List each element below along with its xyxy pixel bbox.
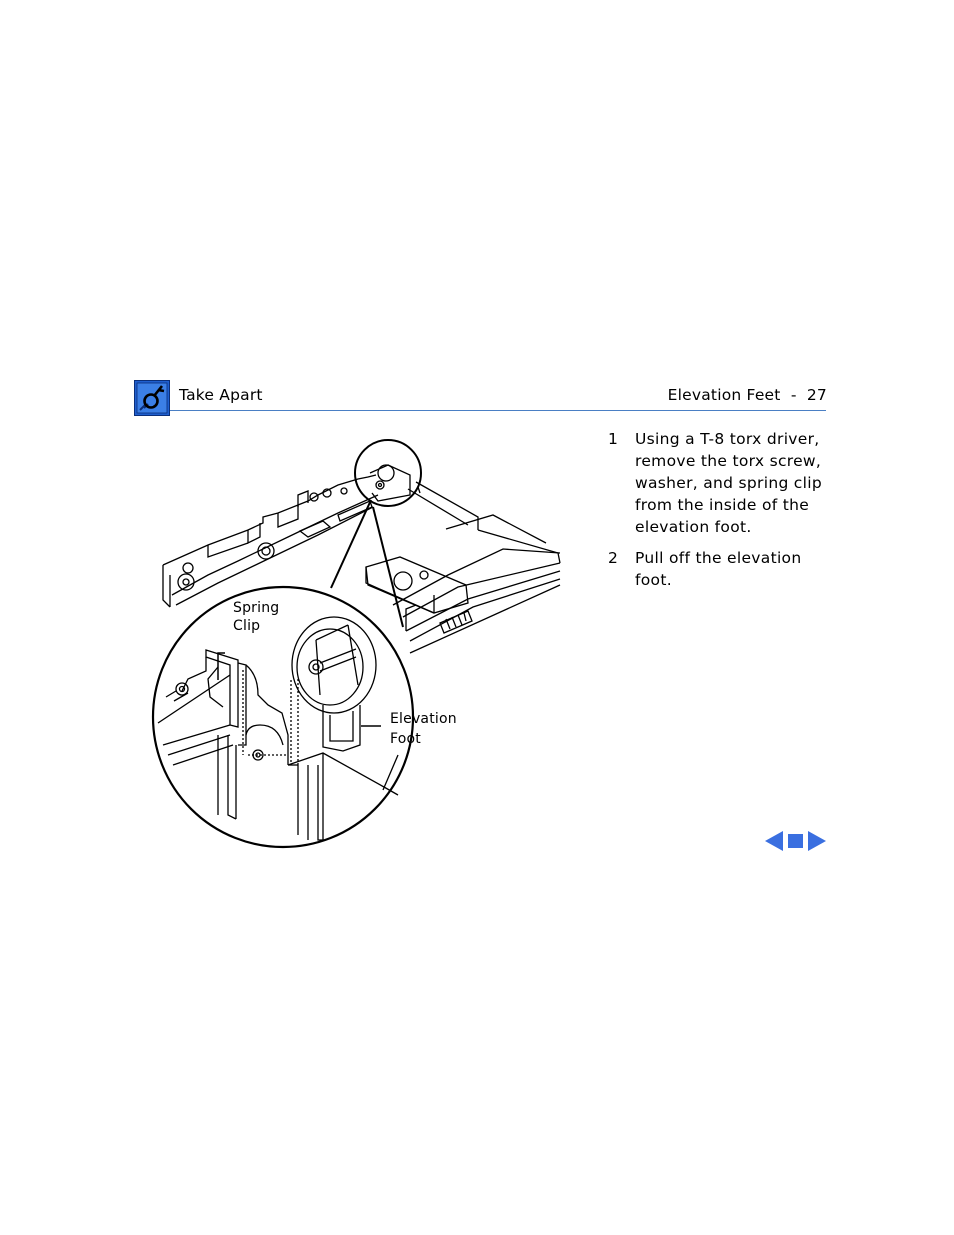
spring-clip-label: Spring Clip: [233, 600, 280, 634]
square-stop-icon[interactable]: [787, 830, 805, 852]
section-title: Take Apart: [179, 386, 263, 404]
detail-circle-small: [354, 439, 422, 507]
elevation-foot-illustration: [151, 439, 561, 849]
bottom-case-drawing: [162, 474, 561, 654]
elevation-foot-label: Elevation Foot: [390, 711, 457, 747]
step-number: 2: [608, 549, 619, 567]
detail-circle-large: [151, 585, 415, 849]
step-text: Pull off the elevation foot.: [635, 549, 802, 589]
triangle-right-icon[interactable]: [807, 830, 827, 852]
step-text: Using a T-8 torx driver, remove the torx…: [635, 430, 822, 536]
spring-clip-leader: [217, 652, 225, 680]
triangle-left-icon[interactable]: [764, 830, 784, 852]
header-divider: [170, 410, 826, 411]
page-title: Elevation Feet - 27: [667, 386, 827, 404]
apple-service-manual-icon: [134, 380, 170, 416]
step-number: 1: [608, 430, 619, 448]
